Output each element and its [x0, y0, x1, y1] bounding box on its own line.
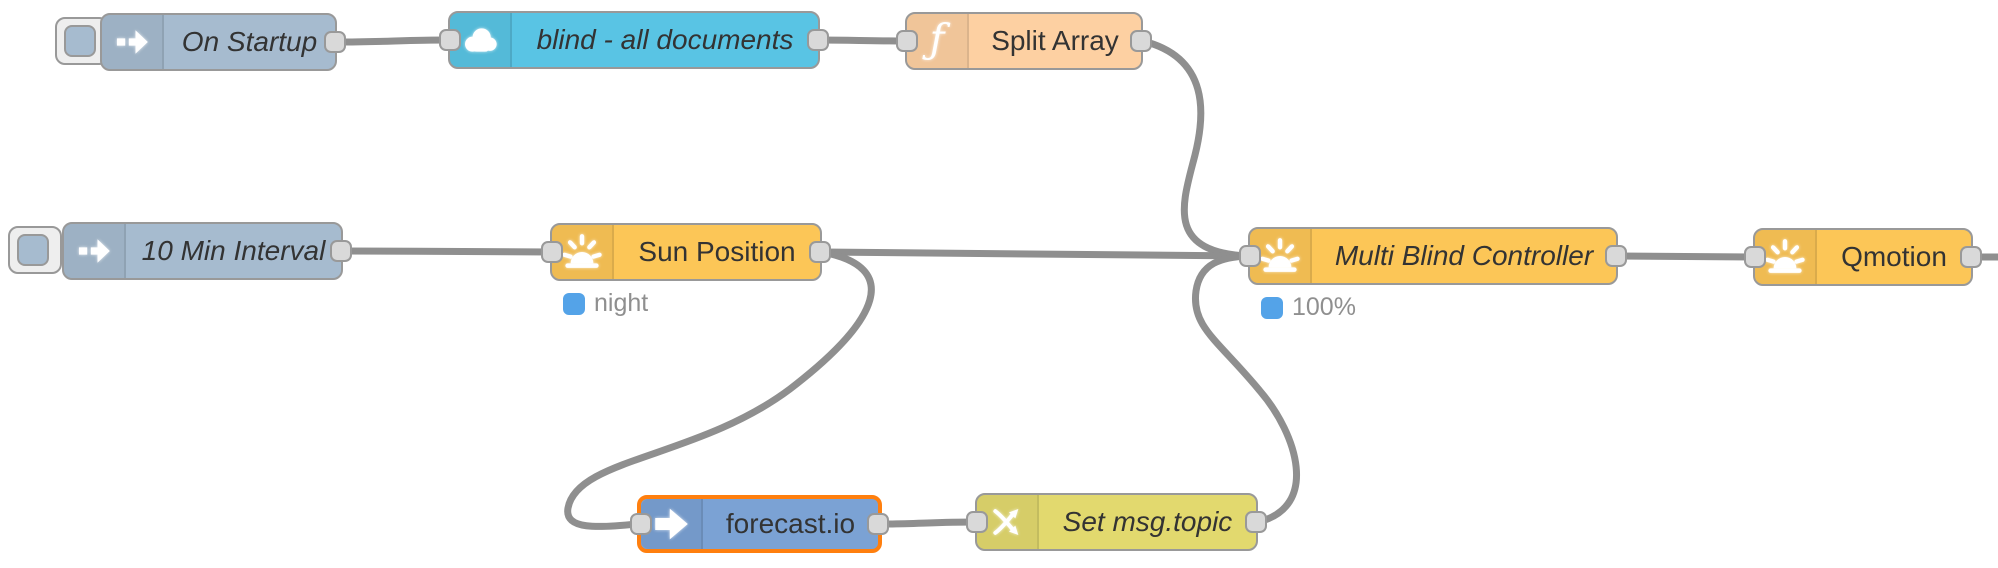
status-text: night: [594, 289, 649, 317]
node-status: 100%: [1261, 293, 1356, 322]
output-port[interactable]: [807, 29, 829, 51]
node-label: Split Array: [991, 25, 1119, 56]
inject-arrow-icon: [102, 15, 164, 69]
inject-button-pad[interactable]: [17, 234, 49, 266]
output-port[interactable]: [809, 241, 831, 263]
node-label: Sun Position: [638, 236, 796, 267]
function-icon: ƒ: [907, 14, 969, 68]
wire-blind-to-splitarray[interactable]: [816, 36, 909, 45]
node-forecast-io[interactable]: forecast.io: [630, 495, 889, 553]
wire-setmsgtopic-to-multiblind[interactable]: [1191, 252, 1300, 526]
output-port[interactable]: [324, 31, 346, 53]
node-10-min-interval[interactable]: 10 Min Interval: [62, 222, 352, 280]
status-dot-blue: [1261, 296, 1283, 319]
node-multi-blind-controller[interactable]: Multi Blind Controller 100%: [1239, 227, 1627, 321]
svg-text:ƒ: ƒ: [922, 19, 951, 63]
node-label: On Startup: [181, 26, 318, 57]
input-port[interactable]: [966, 511, 988, 533]
input-port[interactable]: [541, 241, 563, 263]
node-set-msg-topic[interactable]: Set msg.topic: [966, 493, 1267, 551]
wire-sunposition-to-forecast[interactable]: [564, 248, 875, 530]
output-port[interactable]: [1130, 30, 1152, 52]
inject-button[interactable]: [8, 226, 62, 274]
node-on-startup[interactable]: On Startup: [100, 13, 346, 71]
node-label: blind - all documents: [536, 24, 794, 55]
inject-arrow-icon: [64, 224, 126, 278]
input-port[interactable]: [1744, 246, 1766, 268]
wire-forecast-to-setmsgtopic[interactable]: [878, 518, 979, 528]
node-blind-all-documents[interactable]: blind - all documents: [439, 11, 829, 69]
output-port[interactable]: [1960, 246, 1982, 268]
output-port[interactable]: [867, 513, 889, 535]
node-status: night: [563, 289, 648, 318]
node-label: 10 Min Interval: [141, 235, 326, 266]
wire-multiblind-to-qmotion[interactable]: [1614, 252, 1757, 261]
input-port[interactable]: [896, 30, 918, 52]
wire-sunposition-to-multiblind[interactable]: [818, 248, 1252, 260]
output-port[interactable]: [330, 240, 352, 262]
output-port[interactable]: [1245, 511, 1267, 533]
output-port[interactable]: [1605, 245, 1627, 267]
node-qmotion[interactable]: Qmotion: [1744, 228, 1982, 286]
node-label: forecast.io: [725, 508, 856, 539]
status-text: 100%: [1292, 293, 1356, 321]
node-label: Set msg.topic: [1062, 506, 1233, 537]
node-label: Qmotion: [1841, 241, 1947, 272]
input-port[interactable]: [630, 513, 652, 535]
wire-splitarray-to-multiblind[interactable]: [1139, 37, 1252, 260]
input-port[interactable]: [1239, 245, 1261, 267]
input-port[interactable]: [439, 29, 461, 51]
node-split-array[interactable]: ƒ Split Array: [896, 12, 1152, 70]
inject-button-pad[interactable]: [64, 25, 96, 57]
node-label: Multi Blind Controller: [1334, 240, 1594, 271]
wire-onstartup-to-blind[interactable]: [333, 36, 452, 46]
wire-interval-to-sunposition[interactable]: [339, 247, 554, 256]
status-dot-blue: [563, 292, 585, 315]
node-sun-position[interactable]: Sun Position night: [541, 223, 831, 317]
